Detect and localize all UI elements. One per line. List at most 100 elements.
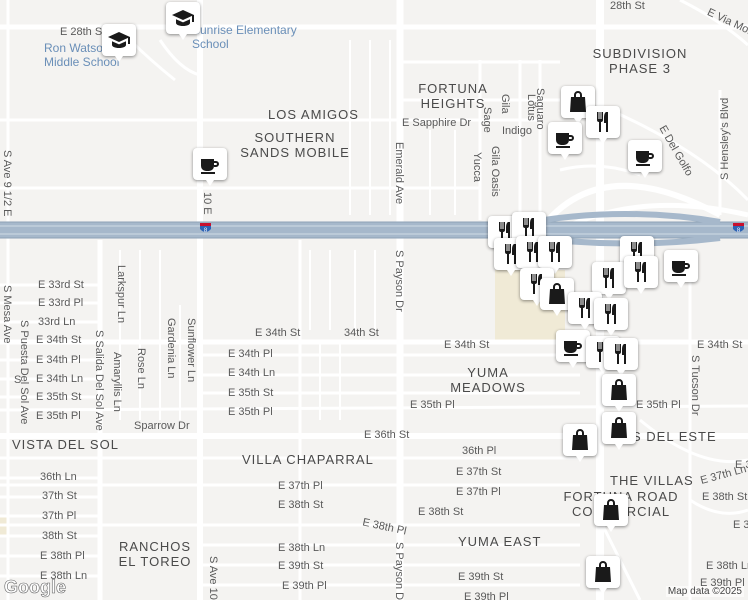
street-label: 34th St <box>344 327 379 339</box>
street-label: E Sapphire Dr <box>402 117 472 129</box>
shopping-pin[interactable] <box>602 412 636 450</box>
street-label: Sparrow Dr <box>134 420 190 432</box>
restaurant-icon <box>517 216 541 240</box>
restaurant-pin[interactable] <box>586 106 620 144</box>
coffee-icon <box>553 126 577 150</box>
street-label: E 35th Pl <box>636 399 681 411</box>
street-label: E 38th Ln <box>706 560 748 572</box>
street-label: E 34th Pl <box>228 348 273 360</box>
interstate-shield-icon: 8 <box>733 223 744 234</box>
restaurant-pin[interactable] <box>538 236 572 274</box>
street-label: E 35th Pl <box>228 406 273 418</box>
shopping-icon <box>568 428 592 452</box>
street-label: E 38th Ln <box>278 542 326 554</box>
interstate-shield-icon: 8 <box>200 223 211 234</box>
shopping-pin[interactable] <box>586 556 620 594</box>
street-label: E 34th St <box>36 334 82 346</box>
street-label: Yucca <box>471 152 483 182</box>
street-label: E 39th St <box>278 560 324 572</box>
street-label: E 37th St <box>456 466 502 478</box>
street-label: E 38th Pl <box>40 550 85 562</box>
street-label: E 34th Ln <box>36 373 84 385</box>
school-ron-watson-label[interactable]: Ron Watson Middle School <box>44 41 120 69</box>
street-label: E 37th Pl <box>278 480 323 492</box>
svg-text:8: 8 <box>204 228 208 234</box>
shopping-icon <box>545 282 569 306</box>
school-pin[interactable] <box>166 2 200 40</box>
coffee-pin[interactable] <box>556 330 590 368</box>
coffee-icon <box>198 152 222 176</box>
restaurant-pin[interactable] <box>604 338 638 376</box>
restaurant-icon <box>521 240 545 264</box>
street-label: S Ave 9 1/2 E <box>1 150 13 217</box>
coffee-icon <box>669 254 693 278</box>
street-label: E 39th Pl <box>464 591 509 600</box>
street-label: S Ave 10 <box>207 556 219 600</box>
restaurant-icon <box>591 110 615 134</box>
street-label: E 33rd St <box>38 279 84 291</box>
street-label: E 34th St <box>255 327 301 339</box>
coffee-pin[interactable] <box>548 122 582 160</box>
restaurant-icon <box>597 266 621 290</box>
area-ranchos: RANCHOS EL TOREO <box>118 539 192 569</box>
street-label: 37th St <box>42 490 77 502</box>
street-label: Indigo <box>502 125 532 137</box>
street-label: 37th Pl <box>42 510 77 522</box>
street-label: E 38th St <box>702 491 748 503</box>
shopping-pin[interactable] <box>561 86 595 124</box>
shopping-pin[interactable] <box>602 374 636 412</box>
restaurant-pin[interactable] <box>594 298 628 336</box>
area-villa-chaparral: VILLA CHAPARRAL <box>242 452 374 467</box>
school-icon <box>171 6 195 30</box>
street-label: E 38th Ln <box>40 570 88 582</box>
street-label: Gila <box>499 94 511 114</box>
street-label: S <box>14 374 22 386</box>
restaurant-pin[interactable] <box>624 256 658 294</box>
street-label: Gila Oasis <box>489 146 501 197</box>
street-label: E 35th St <box>36 391 82 403</box>
restaurant-icon <box>499 242 523 266</box>
coffee-pin[interactable] <box>628 140 662 178</box>
area-southern-sands: SOUTHERN SANDS MOBILE <box>240 130 350 160</box>
shopping-pin[interactable] <box>594 494 628 532</box>
street-label: E 35th Pl <box>410 399 455 411</box>
shopping-icon <box>607 416 631 440</box>
street-label: Gardenia Ln <box>165 318 177 379</box>
street-label: E 34th Ln <box>228 367 276 379</box>
street-label: S Mesa Ave <box>1 285 13 344</box>
area-vista-del-sol: VISTA DEL SOL <box>12 437 119 452</box>
shopping-icon <box>607 378 631 402</box>
school-pin[interactable] <box>102 24 136 62</box>
area-yuma-meadows: YUMA MEADOWS <box>450 365 526 395</box>
street-label: S Puesta Del Sol Ave <box>18 320 30 425</box>
street-label: S Tucson Dr <box>689 355 701 416</box>
street-label: E 36th St <box>364 429 410 441</box>
coffee-icon <box>561 334 585 358</box>
coffee-pin[interactable] <box>193 148 227 186</box>
street-label: E 34th St <box>444 339 490 351</box>
street-label: E 38th Pl <box>733 519 748 531</box>
street-label: E 39th St <box>458 571 504 583</box>
restaurant-icon <box>543 240 567 264</box>
restaurant-icon <box>525 272 549 296</box>
svg-text:8: 8 <box>737 228 741 234</box>
street-label: Lotus <box>525 94 537 121</box>
area-the-villas: THE VILLAS <box>610 473 694 488</box>
restaurant-pin[interactable] <box>592 262 626 300</box>
street-label: S Payson Dr <box>393 542 405 600</box>
street-label: Sunflower Ln <box>185 318 197 383</box>
shopping-pin[interactable] <box>563 424 597 462</box>
street-label: 10 E <box>201 192 213 215</box>
area-fortuna-heights: FORTUNA HEIGHTS <box>418 81 488 111</box>
area-yuma-east: YUMA EAST <box>458 534 542 549</box>
coffee-pin[interactable] <box>664 250 698 288</box>
area-del-este: S DEL ESTE <box>632 429 717 444</box>
coffee-icon <box>633 144 657 168</box>
restaurant-icon <box>599 302 623 326</box>
shopping-icon <box>566 90 590 114</box>
area-subdivision: SUBDIVISION PHASE 3 <box>592 46 688 76</box>
street-label: E 34th Pl <box>36 354 81 366</box>
school-sunrise-label[interactable]: Sunrise Elementary School <box>192 23 297 51</box>
area-los-amigos: LOS AMIGOS <box>268 107 359 122</box>
